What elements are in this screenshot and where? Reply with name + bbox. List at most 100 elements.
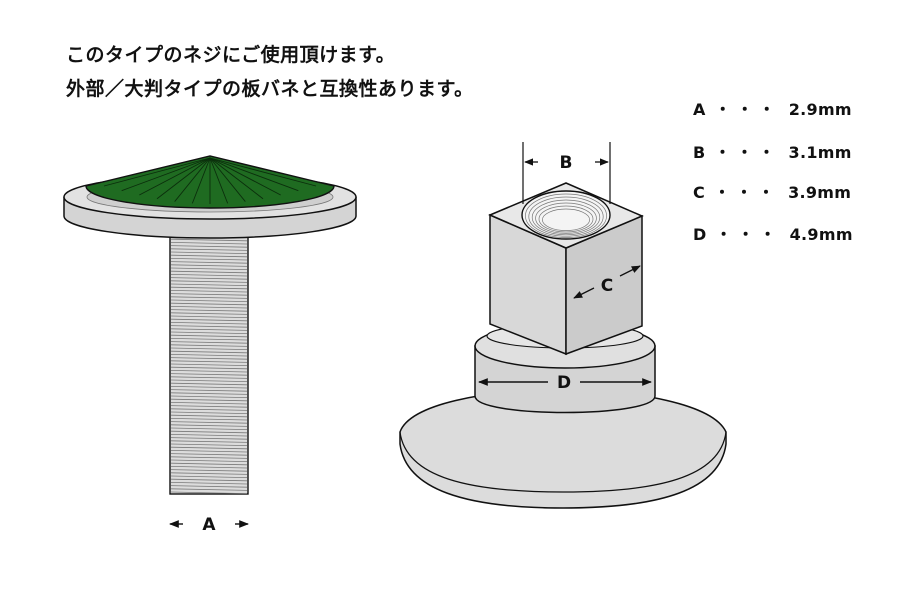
threaded-hole — [521, 190, 611, 240]
dome-rib — [209, 157, 264, 200]
hole-thread-ring — [542, 208, 590, 231]
thread-line — [170, 459, 248, 462]
thread-line — [170, 245, 248, 248]
nut-flange — [399, 389, 727, 509]
thread-line — [170, 258, 248, 261]
dome-ribs — [103, 157, 317, 204]
thread-line — [170, 267, 248, 270]
spec-c: C・・・3.9mm — [693, 179, 851, 203]
spec-d-letter: D — [693, 225, 707, 244]
thread-line — [170, 475, 248, 478]
spec-d-value: 4.9mm — [789, 225, 853, 244]
thread-line — [170, 395, 248, 398]
spec-c-value: 3.9mm — [788, 183, 852, 202]
dimension-d: D — [478, 373, 652, 393]
thread-line — [170, 357, 248, 360]
thread-line — [170, 411, 248, 414]
thread-line — [170, 379, 248, 382]
label-c: C — [601, 276, 613, 296]
dome-rib — [174, 157, 211, 202]
thread-line — [170, 386, 248, 389]
thread-line — [170, 318, 248, 322]
thread-line — [170, 338, 248, 341]
thread-line — [170, 270, 248, 274]
spec-d-dots: ・・・ — [715, 225, 782, 244]
thread-line — [170, 238, 248, 242]
dimension-b: B — [522, 142, 611, 204]
spec-c-letter: C — [693, 183, 706, 202]
spec-a-letter: A — [693, 100, 706, 119]
thread-line — [170, 427, 248, 430]
thread-line — [170, 293, 248, 296]
dome-rib — [209, 157, 317, 187]
thread-line — [170, 453, 248, 456]
thread-line — [170, 456, 248, 459]
thread-line — [170, 446, 248, 450]
spec-d: D ・・・ 4.9mm — [693, 221, 853, 245]
thread-line — [170, 482, 248, 485]
thread-line — [170, 491, 248, 494]
thread-line — [170, 478, 248, 482]
heading-line-2: 外部／大判タイプの板バネと互換性あります。 — [66, 78, 474, 100]
thread-line — [170, 280, 248, 283]
thread-line — [170, 430, 248, 434]
label-d: D — [557, 373, 571, 393]
hole-thread-ring — [525, 193, 607, 238]
screw-left: A — [63, 155, 357, 535]
hole-thread-ring — [535, 202, 597, 234]
screw-shaft — [169, 231, 249, 495]
dimension-a: A — [169, 515, 249, 535]
thread-line — [170, 418, 248, 421]
spec-a: A・・・2.9mm — [693, 96, 852, 120]
thread-line — [170, 462, 248, 466]
thread-line — [170, 315, 248, 318]
thread-line — [170, 363, 248, 366]
thread-line — [170, 437, 248, 440]
thread-line — [170, 248, 248, 251]
thread-line — [170, 251, 248, 254]
thread-line — [170, 261, 248, 264]
label-a: A — [202, 515, 216, 535]
thread-line — [170, 306, 248, 309]
thread-line — [170, 283, 248, 286]
thread-line — [170, 299, 248, 302]
dome-rib — [139, 157, 211, 196]
thread-line — [170, 302, 248, 306]
thread-line — [170, 322, 248, 325]
spec-b: B・・・3.1mm — [693, 139, 852, 163]
thread-line — [170, 331, 248, 334]
thread-line — [170, 286, 248, 290]
thread-line — [170, 405, 248, 408]
thread-line — [170, 382, 248, 386]
dimension-c: C — [573, 265, 641, 299]
thread-line — [170, 485, 248, 488]
dome-rib — [191, 157, 211, 204]
thread-line — [170, 440, 248, 443]
thread-line — [170, 309, 248, 312]
dome-rib — [156, 157, 211, 200]
thread-line — [170, 350, 248, 354]
thread-line — [170, 242, 248, 245]
screw-head — [63, 155, 357, 239]
thread-line — [170, 443, 248, 446]
nut-square-block — [488, 182, 644, 356]
thread-line — [170, 360, 248, 363]
thread-line — [170, 472, 248, 475]
thread-line — [170, 312, 248, 315]
thread-line — [170, 450, 248, 453]
thread-line — [170, 398, 248, 402]
thread-line — [170, 376, 248, 379]
thread-line — [170, 264, 248, 267]
hole-thread-ring — [528, 196, 604, 237]
thread-line — [170, 414, 248, 418]
spec-a-value: 2.9mm — [788, 100, 852, 119]
dome-rib — [209, 157, 246, 202]
thread-line — [170, 290, 248, 293]
spec-b-letter: B — [693, 143, 706, 162]
thread-line — [170, 325, 248, 328]
thread-line — [170, 370, 248, 373]
screw-threads — [170, 235, 248, 494]
dome-rib — [209, 157, 229, 204]
thread-line — [170, 488, 248, 491]
